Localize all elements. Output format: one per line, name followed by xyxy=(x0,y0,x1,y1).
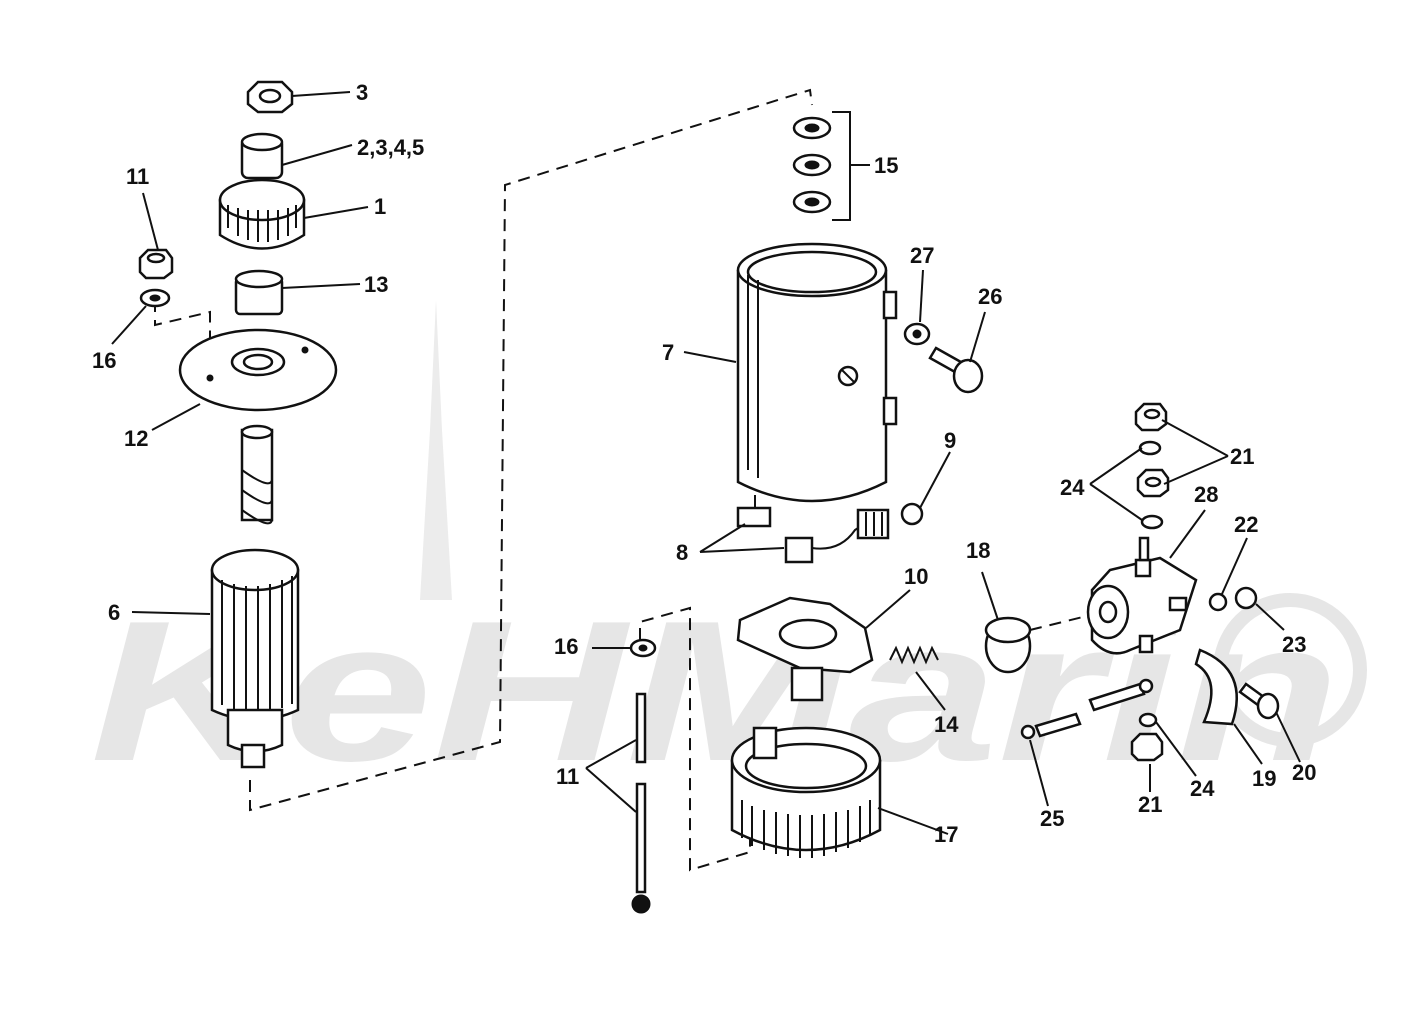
callout-label: 16 xyxy=(554,634,578,659)
part-nut-top xyxy=(246,80,294,114)
part-screw-20 xyxy=(1238,682,1280,720)
callout-labels: 3 2,3,4,5 1 11 13 16 12 6 15 27 26 7 9 8… xyxy=(92,80,1316,847)
callout-label: 13 xyxy=(364,272,388,297)
callout-label: 25 xyxy=(1040,806,1064,831)
callout-label: 14 xyxy=(934,712,959,737)
callout-label: 24 xyxy=(1060,475,1085,500)
part-bracket xyxy=(1194,648,1239,726)
callout-label: 11 xyxy=(556,764,579,789)
part-drive-gear xyxy=(218,132,306,250)
part-washer-24-low xyxy=(1138,712,1158,728)
callout-label: 11 xyxy=(126,164,149,189)
callout-label: 7 xyxy=(662,340,674,365)
part-washer-24-mid xyxy=(1140,514,1164,530)
callout-label: 27 xyxy=(910,243,934,268)
part-nut-21-top xyxy=(1134,402,1168,432)
callout-label: 19 xyxy=(1252,766,1276,791)
part-armature xyxy=(210,424,300,769)
callout-label: 10 xyxy=(904,564,928,589)
part-frame-housing xyxy=(736,242,898,503)
part-brush-leads xyxy=(736,495,924,564)
part-washer-24-top xyxy=(1138,440,1162,456)
part-through-bolts xyxy=(631,692,651,914)
callout-label: 22 xyxy=(1234,512,1258,537)
part-washer-16 xyxy=(629,638,657,658)
part-nut-23 xyxy=(1234,586,1258,610)
part-collar xyxy=(984,616,1032,674)
callout-label: 2,3,4,5 xyxy=(357,135,424,160)
part-end-cap xyxy=(730,726,882,858)
part-nut-21-low xyxy=(1130,732,1164,762)
callout-label: 12 xyxy=(124,426,148,451)
part-spring xyxy=(889,645,939,665)
callout-label: 9 xyxy=(944,428,956,453)
callout-label: 16 xyxy=(92,348,116,373)
callout-label: 6 xyxy=(108,600,120,625)
part-brush-plate xyxy=(736,596,874,702)
part-washer-27 xyxy=(903,322,931,346)
part-bushing xyxy=(234,269,284,316)
assembly-lines xyxy=(154,88,1096,872)
callout-label: 28 xyxy=(1194,482,1218,507)
part-terminal-stud xyxy=(1020,678,1154,740)
callout-label: 23 xyxy=(1282,632,1306,657)
callout-label: 8 xyxy=(676,540,688,565)
part-washers-stack xyxy=(792,116,832,214)
callout-label: 1 xyxy=(374,194,386,219)
watermark-spire xyxy=(420,300,452,600)
callout-label: 15 xyxy=(874,153,898,178)
assembly-line-solenoid xyxy=(1029,613,1096,631)
assembly-line-endcap xyxy=(639,606,751,872)
callout-label: 24 xyxy=(1190,776,1215,801)
part-small-nut-left xyxy=(138,248,174,280)
part-end-plate xyxy=(178,328,338,412)
callout-label: 20 xyxy=(1292,760,1316,785)
callout-label: 3 xyxy=(356,80,368,105)
callout-label: 18 xyxy=(966,538,990,563)
callout-label: 21 xyxy=(1230,444,1254,469)
part-solenoid xyxy=(1086,536,1198,655)
part-nut-21-mid xyxy=(1136,468,1170,498)
assembly-line-armature xyxy=(249,88,813,812)
leader-lines xyxy=(111,91,1301,835)
callout-label: 26 xyxy=(978,284,1002,309)
part-bolt-26 xyxy=(928,346,984,394)
part-washer-left xyxy=(139,288,171,308)
callout-label: 21 xyxy=(1138,792,1162,817)
part-washer-22 xyxy=(1208,592,1228,612)
callout-label: 17 xyxy=(934,822,958,847)
